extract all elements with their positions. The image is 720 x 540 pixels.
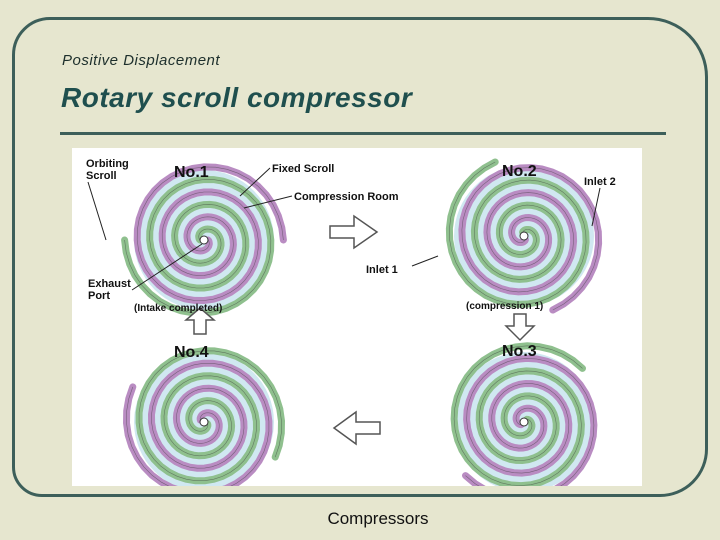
label-inlet-1: Inlet 1 — [366, 264, 398, 276]
scroll-stage-3 — [450, 342, 598, 486]
leader-fixed-scroll — [239, 167, 271, 197]
title-divider — [60, 132, 666, 135]
slide-title: Rotary scroll compressor — [61, 82, 413, 113]
leader-inlet-2 — [591, 187, 601, 227]
stage-label-no4: No.4 — [174, 344, 209, 361]
slide-subtitle: Positive Displacement — [62, 52, 221, 69]
leader-exhaust-port — [131, 243, 203, 291]
exhaust-port-hole — [199, 417, 209, 427]
slide-frame — [12, 17, 708, 497]
stage-label-no3: No.3 — [502, 343, 537, 360]
callout-leaders — [87, 167, 601, 291]
leader-inlet-1 — [411, 255, 439, 267]
fixed-scroll-wrap-outline — [136, 166, 284, 301]
label-compression-1: (compression 1) — [466, 301, 543, 312]
orbiting-scroll-wrap-outline — [453, 345, 583, 486]
exhaust-port-hole — [519, 417, 529, 427]
arrow-up-icon — [183, 307, 217, 335]
label-orbiting-scroll-line2: Scroll — [86, 170, 117, 182]
fixed-scroll-wrap-outline — [126, 363, 270, 486]
scroll-stage-1 — [121, 163, 287, 317]
orbiting-scroll-wrap-outline — [124, 179, 272, 314]
slide-footer: Compressors — [327, 509, 429, 528]
fixed-scroll-wrap-outline — [465, 358, 595, 486]
orbiting-scroll-wrap-outline — [449, 161, 587, 305]
leader-compression-room — [243, 195, 293, 209]
label-exhaust-port-line1: Exhaust — [88, 278, 131, 290]
exhaust-port-hole — [199, 235, 209, 245]
arrow-right-icon — [329, 214, 379, 250]
label-compression-room: Compression Room — [294, 191, 399, 203]
fixed-scroll-wrap-outline — [461, 167, 599, 311]
label-orbiting-scroll-line1: Orbiting — [86, 158, 129, 170]
stage-label-no1: No.1 — [174, 164, 209, 181]
label-inlet-2: Inlet 2 — [584, 176, 616, 188]
diagram-canvas: No.1 No.2 No.3 No.4 Orbiting Scroll Fixe… — [86, 158, 616, 486]
arrow-left-icon — [332, 410, 381, 446]
scroll-compressor-diagram: No.1 No.2 No.3 No.4 Orbiting Scroll Fixe… — [72, 148, 642, 486]
stage-label-no2: No.2 — [502, 163, 537, 180]
leader-orbiting-scroll — [87, 181, 107, 241]
label-exhaust-port-line2: Port — [88, 290, 110, 302]
label-fixed-scroll: Fixed Scroll — [272, 163, 334, 175]
label-intake-completed: (Intake completed) — [134, 303, 222, 314]
scroll-stage-2 — [445, 158, 603, 314]
scroll-stage-4 — [122, 347, 286, 486]
orbiting-scroll-wrap-outline — [138, 350, 282, 481]
arrow-down-icon — [504, 313, 536, 342]
exhaust-port-hole — [519, 231, 529, 241]
